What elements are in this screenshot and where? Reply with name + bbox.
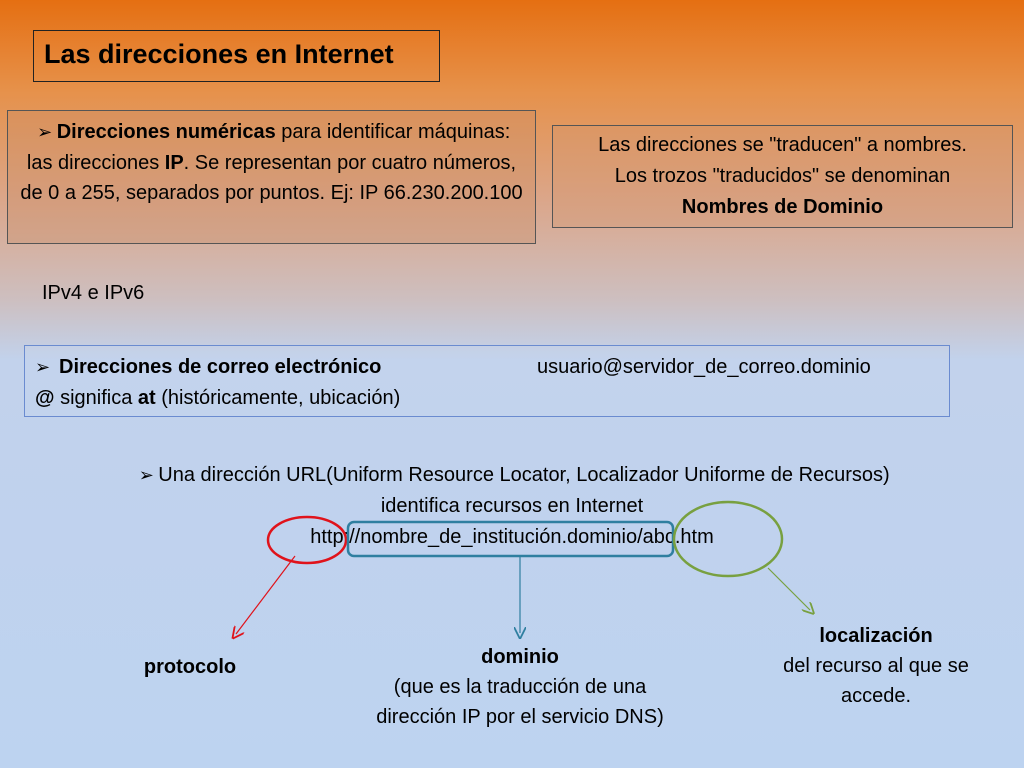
domain-label: dominio (que es la traducción de una dir… [330,642,710,732]
location-desc-2: accede. [840,685,912,707]
numeric-text-2: . Se representan por cuatro números, de … [20,151,523,205]
email-example: usuario@servidor_de_correo.dominio [537,356,871,378]
domain-desc-1: (que es la traducción de una [393,676,647,698]
location-label: localización del recurso al que se acced… [740,621,1012,711]
translation-line-1: Las direcciones se "traducen" a nombres. [598,134,967,156]
email-at-word: at [137,387,156,409]
protocol-arrow [236,555,296,634]
location-arrow [767,567,810,610]
url-address: http://nombre_de_institución.dominio/abc… [310,526,714,548]
title-text: Las direcciones en Internet [44,39,394,69]
location-label-text: localización [819,625,933,647]
arrow-bullet-icon: ➢ [37,122,53,142]
page-title: Las direcciones en Internet [33,30,440,82]
translation-strong: Nombres de Dominio [681,196,884,218]
domain-label-text: dominio [481,646,559,668]
email-rest: (históricamente, ubicación) [155,387,401,409]
arrow-bullet-icon: ➢ [35,357,51,377]
location-desc-1: del recurso al que se [783,655,969,677]
arrow-bullet-icon: ➢ [138,465,154,485]
numeric-heading: Direcciones numéricas [56,121,276,143]
numeric-text-1: para identificar máquinas: las direccion… [26,121,511,174]
email-means: significa [54,387,138,409]
numeric-addresses-box: ➢Direcciones numéricas para identificar … [7,110,536,244]
url-line-2: identifica recursos en Internet [380,495,644,517]
protocol-circle [266,515,348,565]
domain-desc-2: dirección IP por el servicio DNS) [376,706,664,728]
numeric-ip: IP [164,151,184,174]
url-block: ➢Una dirección URL(Uniform Resource Loca… [0,460,1024,553]
translation-box: Las direcciones se "traducen" a nombres.… [552,125,1013,228]
email-box: ➢ Direcciones de correo electrónico usuar… [24,345,950,417]
protocol-label: protocolo [110,652,270,682]
email-heading: Direcciones de correo electrónico [59,356,382,378]
url-line-1: Una dirección URL(Uniform Resource Locat… [158,464,890,486]
email-at: @ [35,387,55,409]
protocol-label-text: protocolo [143,656,237,678]
translation-line-2: Los trozos "traducidos" se denominan [614,165,951,187]
domain-box [346,520,675,558]
ipv-label: IPv4 e IPv6 [42,282,145,304]
location-circle [672,500,784,578]
